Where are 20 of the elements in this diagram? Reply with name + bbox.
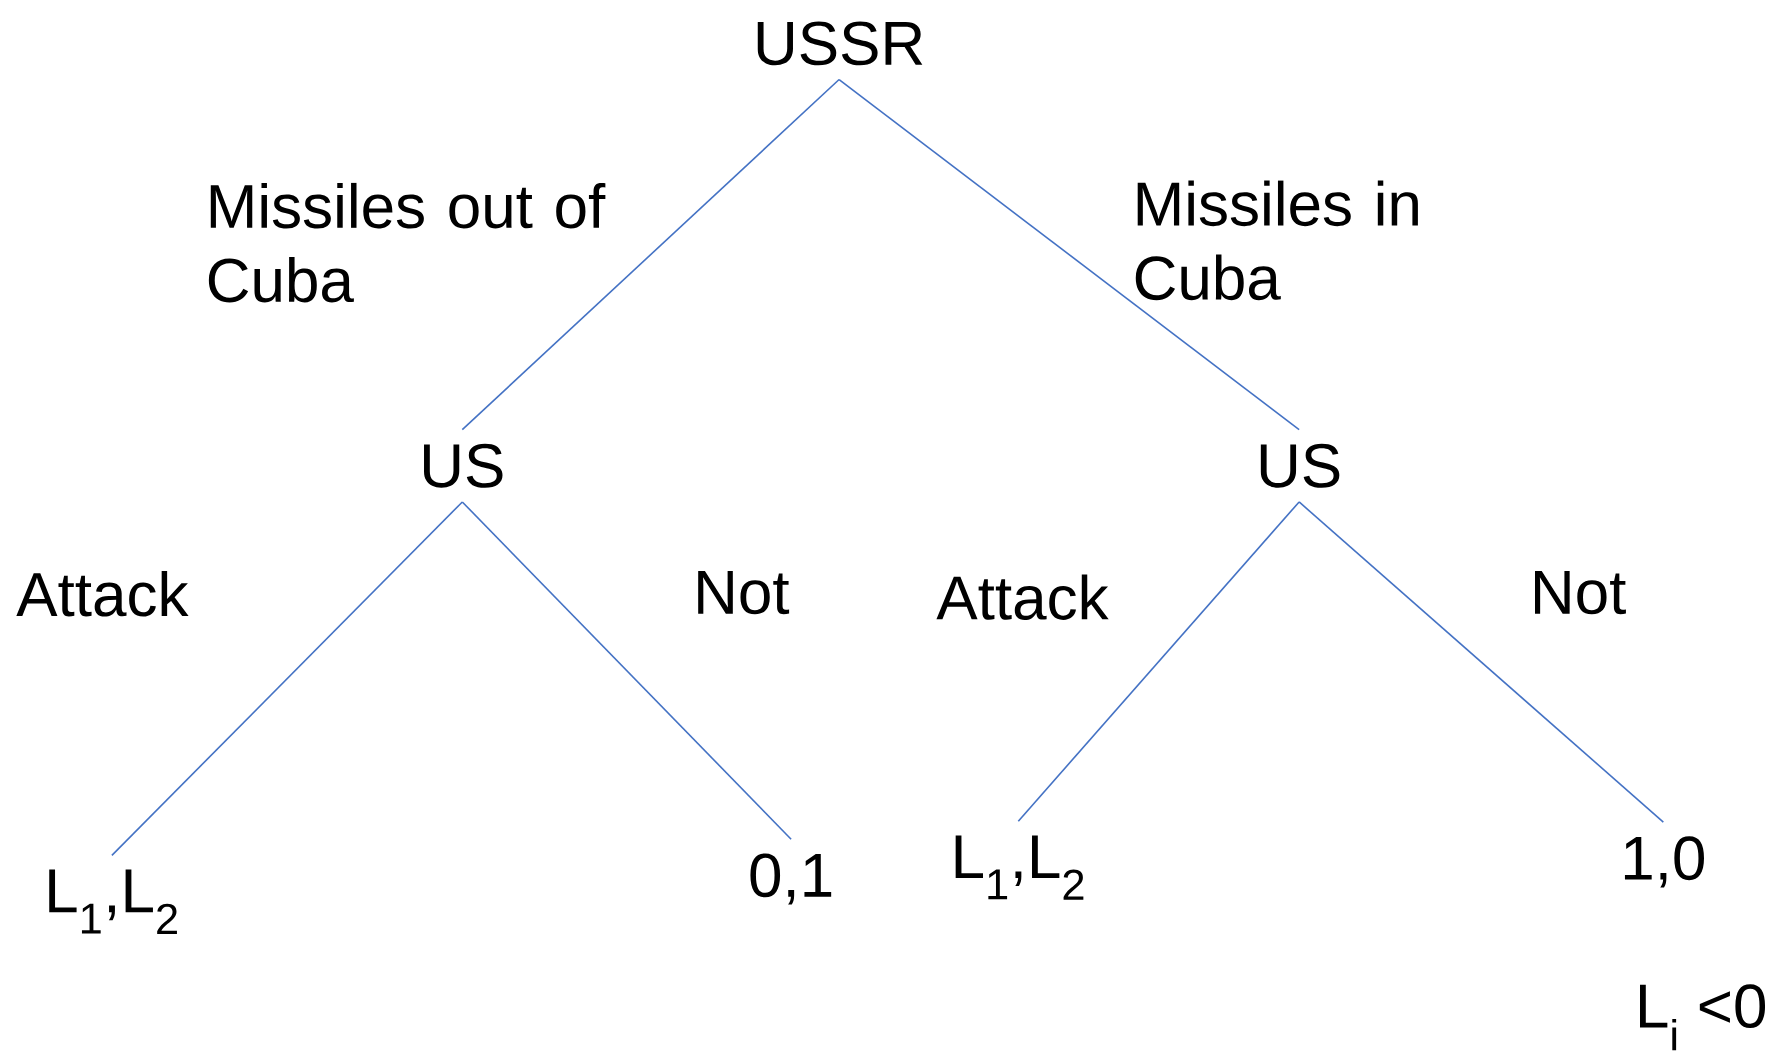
edge-label: Not	[698, 571, 790, 615]
edge-label: Missiles in Cuba	[1135, 180, 1418, 301]
branch-line	[838, 78, 1300, 431]
edge-label: Missiles out of Cuba	[208, 182, 606, 303]
node-label: 1,0	[1624, 836, 1704, 888]
branch-line	[461, 78, 840, 431]
node-label: US	[1260, 443, 1340, 488]
node-label: L$_{1}$,L$_{2}$	[955, 835, 1084, 900]
node-label: 0,1	[750, 853, 832, 905]
branch-line	[1017, 501, 1300, 822]
branch-line	[1298, 501, 1665, 823]
node-label: USSR	[757, 21, 923, 66]
branch-line	[111, 501, 464, 857]
node-label: US	[424, 443, 503, 488]
edge-label: Not	[1535, 571, 1626, 615]
node-label: L$_{1}$,L$_{2}$	[49, 869, 177, 934]
edge-label: Attack	[16, 571, 189, 617]
edge-label: Attack	[936, 574, 1109, 620]
branch-line	[461, 501, 792, 840]
note-label: L$_{i}$ <0	[1640, 984, 1766, 1051]
